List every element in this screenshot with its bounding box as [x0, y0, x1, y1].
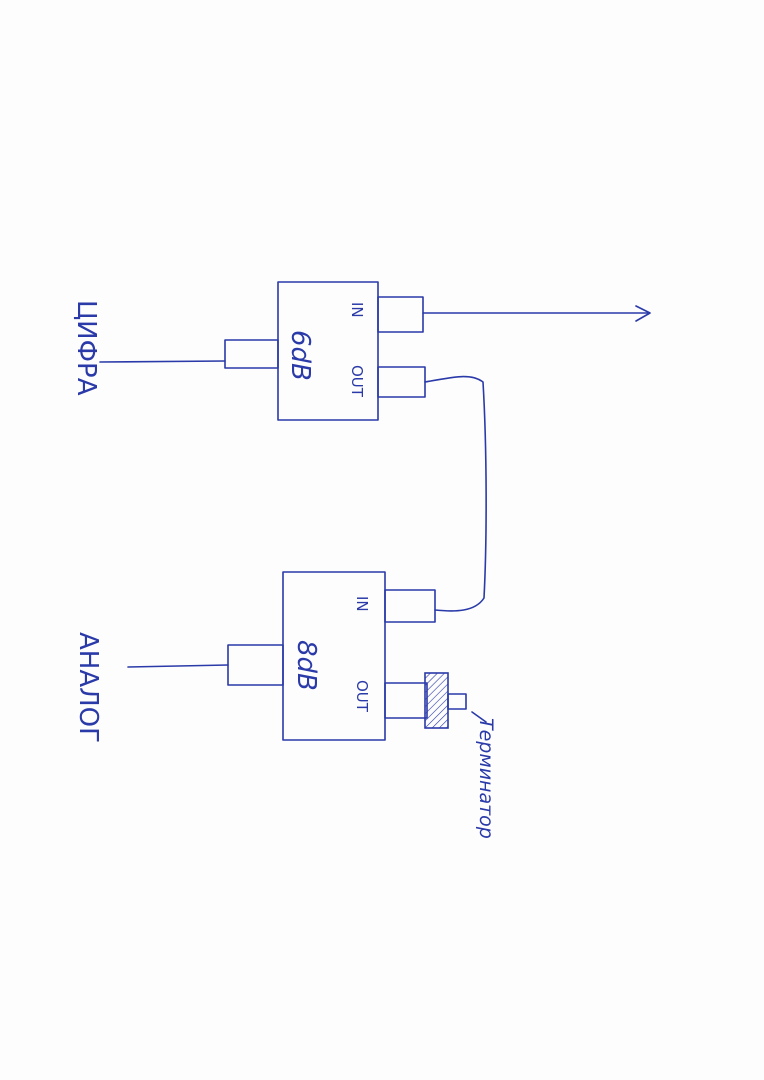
- terminator-label: Терминатор: [475, 718, 497, 839]
- digital-input-wire: [99, 360, 226, 363]
- splitter-6db-out-label: OUT: [348, 365, 366, 398]
- splitter-6db-out-port: [377, 366, 426, 398]
- terminator-thread: [447, 693, 467, 710]
- splitter-8db-in-label: IN: [353, 596, 371, 612]
- splitter-6db-in-label: IN: [348, 302, 366, 318]
- splitter-6db-value: 6dB: [285, 330, 315, 381]
- analog-input-wire: [127, 664, 229, 668]
- interconnect-wire: [424, 375, 487, 612]
- splitter-6db-input-connector: [224, 339, 279, 369]
- splitter-6db: IN OUT 6dB: [224, 281, 426, 421]
- splitter-6db-in-port: [377, 296, 424, 333]
- digital-label: ЦИФРА: [71, 300, 101, 396]
- splitter-8db-out-label: OUT: [353, 680, 371, 713]
- analog-label: АНАЛОГ: [73, 632, 103, 743]
- splitter-8db-out-port: [384, 682, 428, 719]
- splitter-8db-input-connector: [227, 644, 284, 686]
- output-arrow-icon: [635, 305, 651, 322]
- terminator-cap: [424, 672, 449, 729]
- splitter-8db-value: 8dB: [291, 640, 321, 691]
- splitter-8db-in-port: [384, 589, 436, 623]
- terminator-leader-line: [471, 711, 487, 723]
- splitter-8db: IN OUT 8dB: [227, 571, 436, 741]
- terminator: Терминатор: [424, 672, 497, 839]
